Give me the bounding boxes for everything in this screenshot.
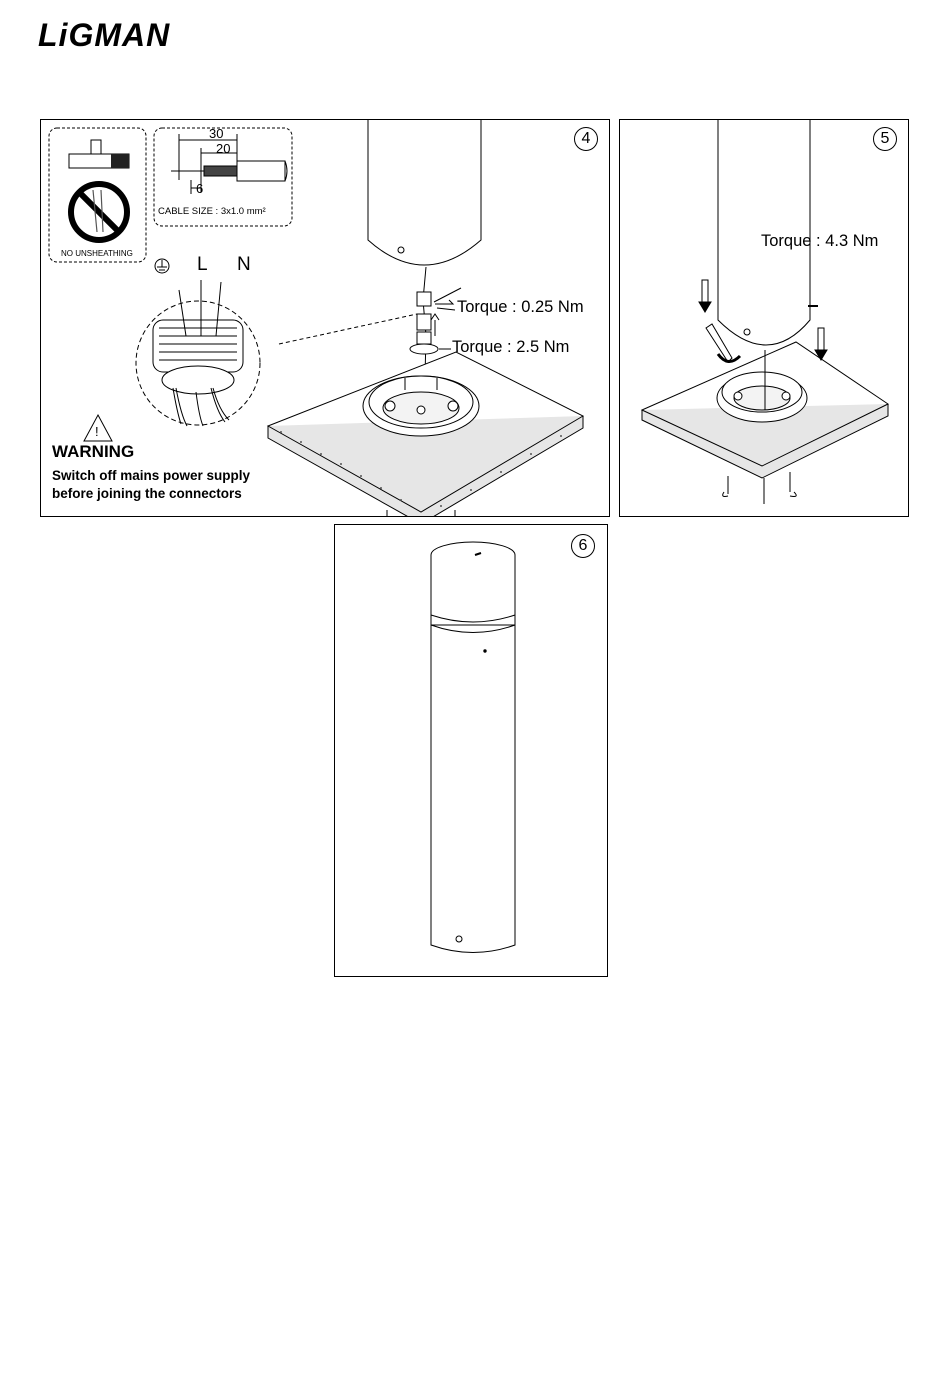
step-5-panel: 5 Torque : 4.3 Nm [619,119,909,517]
no-unsheathing-label: NO UNSHEATHING [61,249,133,258]
step-6-panel: 6 [334,524,608,977]
cable-size-label: CABLE SIZE : 3x1.0 mm² [158,206,266,217]
dim-20-label: 20 [216,141,230,156]
step-6-illustration [335,525,607,976]
dim-6-label: 6 [196,181,203,196]
warning-line-2: before joining the connectors [52,486,242,501]
bollard-finished [431,542,515,953]
logo-text: LiGMAN [38,17,170,50]
terminal-n-label: N [237,254,251,276]
step-4-panel: 4 NO UNSHEATHING 30 20 6 CABLE SIZE : 3x… [40,119,610,517]
ligman-logo: LiGMAN [38,16,228,55]
bollard-body [368,120,481,265]
warning-line-1: Switch off mains power supply [52,468,250,483]
dim-30-label: 30 [209,126,223,141]
earth-ground-icon [155,259,169,273]
step-4-number: 4 [574,127,598,151]
ligman-logo-mark: LiGMAN [38,16,228,50]
terminal-l-label: L [197,254,208,276]
torque-connector-label: Torque : 0.25 Nm [457,298,584,317]
step-5-illustration [620,120,908,516]
down-arrow-right [815,328,827,360]
base-ring [717,372,807,422]
warning-symbol: ! [95,424,99,439]
warning-title: WARNING [52,442,134,462]
torque-label: Torque : 4.3 Nm [761,232,878,251]
step-6-number: 6 [571,534,595,558]
base-ring [363,376,479,436]
torque-nut-label: Torque : 2.5 Nm [452,338,569,357]
terminal-inset [136,280,260,426]
down-arrow-left [699,280,711,312]
step-5-number: 5 [873,127,897,151]
